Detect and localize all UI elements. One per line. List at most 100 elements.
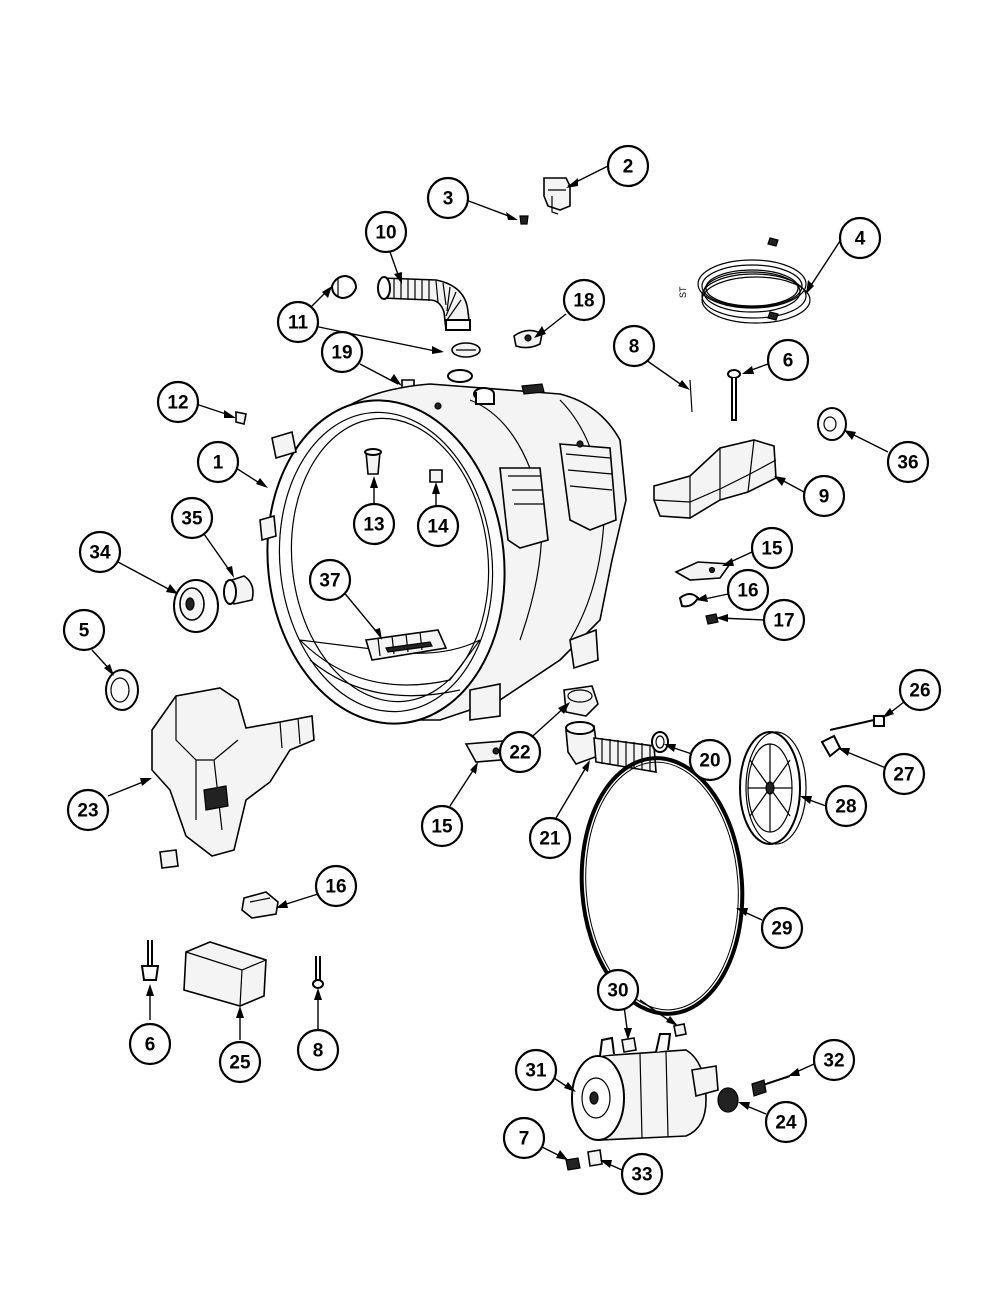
part-17-screw [705,613,719,625]
part-13-grommet [364,448,382,475]
callout-circle [218,1040,262,1084]
part-6-bolt-top [727,369,741,421]
callout-label: 30 [607,981,628,1002]
callout-label: 16 [737,581,758,602]
callout-16: 16 [314,864,358,908]
callout-label: 16 [325,877,346,898]
callout-8: 8 [612,324,656,368]
callout-label: 4 [855,229,866,250]
part-7-screw [565,1157,581,1171]
part-37-bracket [364,629,448,661]
callout-29: 29 [760,906,804,950]
callout-circle [766,338,810,382]
callout-circle [62,608,106,652]
callout-label: 35 [181,509,203,530]
callout-3: 3 [426,176,470,220]
callout-circle [596,968,640,1012]
callout-11: 11 [276,300,320,344]
part-36-cap [817,407,847,441]
callout-circle [882,752,926,796]
callout-circle [308,558,352,602]
callout-label: 21 [539,829,561,850]
callout-label: 7 [519,1129,530,1150]
part-35-bushing [223,575,254,605]
callout-6: 6 [766,338,810,382]
callout-19: 19 [320,330,364,374]
callout-circle [314,864,358,908]
callout-37: 37 [308,558,352,602]
callout-label: 8 [629,337,640,358]
callout-circle [812,1038,856,1082]
callout-circle [128,1022,172,1066]
part-29-belt [579,756,745,1016]
callout-13: 13 [352,502,396,546]
part-8-pin-bottom [312,956,324,989]
callout-circle [838,216,882,260]
callout-31: 31 [514,1048,558,1092]
callout-label: 26 [909,681,930,702]
part-14-nut [429,469,443,483]
callout-label: 1 [213,453,224,474]
callout-label: 22 [509,743,530,764]
callout-circle [66,788,110,832]
callout-label: 31 [525,1061,547,1082]
part-18-fitting [513,329,543,349]
callout-circle [528,816,572,860]
callout-label: 11 [288,313,309,334]
part-11-clamp [330,274,358,300]
callout-5: 5 [62,608,106,652]
part-9-foam-block [653,439,777,519]
part-16-clip-right [678,593,700,608]
callout-label: 17 [773,611,794,632]
callout-label: 3 [443,189,454,210]
callout-circle [364,210,408,254]
callout-18: 18 [562,278,606,322]
callout-circle [606,144,650,188]
callout-label: 20 [699,751,720,772]
callout-circle [886,440,930,484]
callout-circle [276,300,320,344]
callout-circle [420,804,464,848]
callout-label: 8 [313,1041,324,1062]
callout-circle [824,784,868,828]
part-12-clip [235,411,247,425]
callout-circle [170,496,214,540]
callout-circle [296,1028,340,1072]
callout-label: 9 [819,487,830,508]
callout-30: 30 [596,968,640,1012]
callout-15: 15 [750,526,794,570]
callout-circle [78,530,122,574]
callout-6: 6 [128,1022,172,1066]
callout-circle [196,440,240,484]
callout-25: 25 [218,1040,262,1084]
part-20-clamp [651,731,669,753]
callout-16: 16 [726,568,770,612]
callout-circle [764,1100,808,1144]
callout-circle [620,1152,664,1196]
callout-circle [498,730,542,774]
callout-circle [802,474,846,518]
part-33-nut [587,1149,603,1167]
callout-7: 7 [502,1116,546,1160]
callout-label: 10 [375,223,396,244]
callout-label: 32 [823,1051,844,1072]
callout-circle [352,502,396,546]
callout-label: 37 [319,571,340,592]
callout-label: 23 [77,801,98,822]
callout-circle [320,330,364,374]
callout-label: 13 [363,515,384,536]
part-2-bracket [543,177,571,215]
callout-20: 20 [688,738,732,782]
callout-circle [612,324,656,368]
callout-14: 14 [416,504,460,548]
part-11-clamp-2 [451,342,481,358]
part-4-fragment-text: ST [678,286,688,298]
part-32-bolt [751,1075,791,1097]
callout-circle [562,278,606,322]
callout-label: 33 [631,1165,652,1186]
callout-label: 25 [229,1053,251,1074]
callout-circle [426,176,470,220]
callout-4: 4 [838,216,882,260]
callout-1: 1 [196,440,240,484]
